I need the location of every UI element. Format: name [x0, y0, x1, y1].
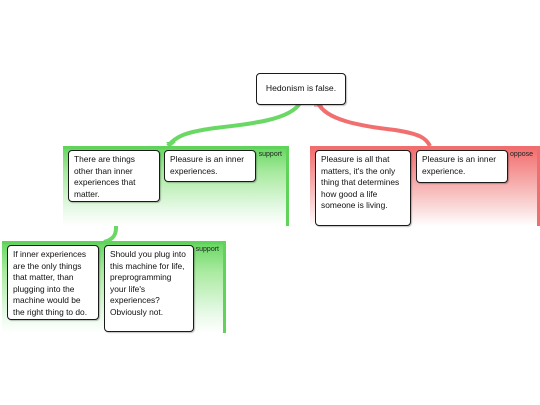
root-claim[interactable]: Hedonism is false. [256, 73, 346, 105]
root-claim-text: Hedonism is false. [265, 83, 337, 93]
oppose-connector [316, 101, 432, 147]
premise-card[interactable]: Pleasure is an inner experience. [416, 150, 508, 183]
premise-text: Pleasure is an inner experience. [422, 154, 497, 176]
premise-text: If inner experiences are the only things… [13, 249, 88, 317]
premise-card[interactable]: Pleasure is an inner experiences. [164, 150, 256, 182]
support-group-label: support [195, 246, 219, 253]
premise-card[interactable]: Should you plug into this machine for li… [104, 245, 194, 332]
premise-card[interactable]: If inner experiences are the only things… [7, 245, 99, 320]
oppose-group-label: oppose [510, 151, 533, 158]
premise-text: Pleasure is all that matters, it's the o… [321, 154, 400, 210]
premise-card[interactable]: There are things other than inner experi… [68, 150, 160, 202]
premise-text: Pleasure is an inner experiences. [170, 154, 245, 176]
premise-card[interactable]: Pleasure is all that matters, it's the o… [315, 150, 411, 226]
premise-text: There are things other than inner experi… [74, 154, 136, 199]
premise-text: Should you plug into this machine for li… [110, 249, 186, 317]
support-group-label: support [258, 151, 282, 158]
support-connector [166, 101, 302, 148]
